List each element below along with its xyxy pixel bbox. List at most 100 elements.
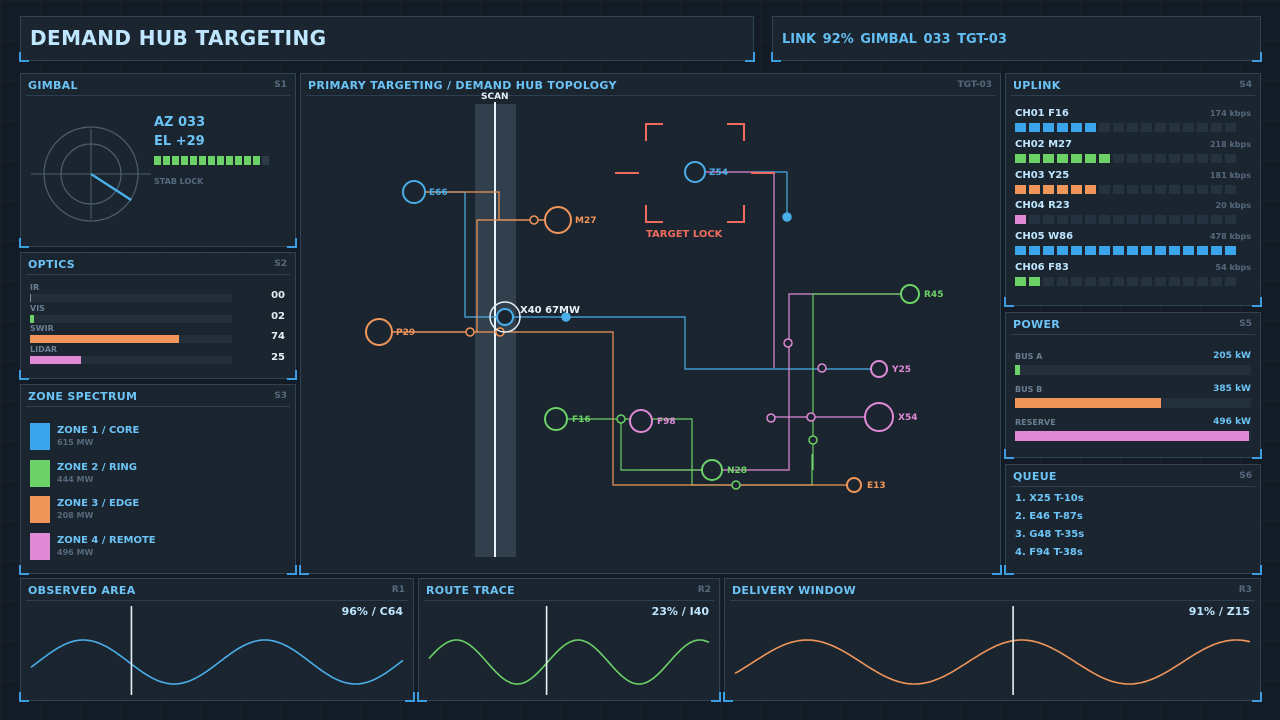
uplink-segment xyxy=(1169,153,1180,163)
uplink-segment xyxy=(1099,153,1110,163)
uplink-segment xyxy=(1113,184,1124,194)
uplink-segment xyxy=(1015,246,1026,256)
zone-spectrum-title: ZONE SPECTRUM xyxy=(28,390,138,403)
power-bus-fill xyxy=(1015,365,1020,375)
uplink-segment xyxy=(1113,123,1124,132)
edge-z54-blue xyxy=(755,171,788,217)
node-e66[interactable]: E66 xyxy=(402,180,448,204)
node-y25[interactable]: Y25 xyxy=(870,360,911,378)
delivery-window-title: DELIVERY WINDOW xyxy=(732,584,856,597)
svg-text:M27: M27 xyxy=(575,216,596,226)
power-bus-value: 496 kW xyxy=(1213,417,1251,427)
svg-text:X54: X54 xyxy=(898,413,917,423)
power-bus: RESERVE 496 kW xyxy=(1015,417,1251,448)
uplink-segment xyxy=(1225,153,1236,163)
uplink-segment xyxy=(1099,184,1110,194)
power-bus-fill xyxy=(1015,431,1249,441)
node-f16[interactable]: F16 xyxy=(544,407,591,431)
uplink-segment xyxy=(1029,215,1040,225)
signal-wave-line xyxy=(734,639,1251,685)
uplink-segment xyxy=(1015,215,1026,225)
node-p29[interactable]: P29 xyxy=(365,318,415,346)
observed-area-wave[interactable] xyxy=(21,579,413,700)
stab-segment xyxy=(235,156,242,165)
stab-lock-label: STAB LOCK xyxy=(154,177,204,186)
svg-text:E66: E66 xyxy=(429,188,448,198)
uplink-segment xyxy=(1029,184,1040,194)
uplink-segment xyxy=(1197,277,1208,286)
node-n28[interactable]: N28 xyxy=(701,459,747,481)
stab-segment xyxy=(226,156,233,165)
stab-segment xyxy=(217,156,224,165)
uplink-segment xyxy=(1127,215,1138,225)
hub-node-x40[interactable] xyxy=(489,301,521,333)
delivery-window-code: R3 xyxy=(1238,585,1252,595)
uplink-segment xyxy=(1225,215,1236,225)
elevation-readout: EL +29 xyxy=(154,134,205,149)
zone-swatch xyxy=(30,423,50,450)
zone-value: 208 MW xyxy=(57,511,94,521)
uplink-segment xyxy=(1211,153,1222,163)
queue-item[interactable]: 4. F94 T-38s xyxy=(1015,547,1083,558)
optics-track xyxy=(30,314,232,323)
queue-item[interactable]: 2. E46 T-87s xyxy=(1015,511,1083,522)
uplink-segment xyxy=(1169,184,1180,194)
uplink-segment xyxy=(1099,246,1110,256)
uplink-segment xyxy=(1085,246,1096,256)
node-f98[interactable]: F98 xyxy=(629,409,676,433)
scan-label: SCAN xyxy=(481,92,509,102)
node-m27[interactable]: M27 xyxy=(544,206,596,234)
uplink-segment xyxy=(1225,246,1236,256)
edge-hub-y25 xyxy=(505,316,879,370)
header-status-panel: LINK 92% GIMBAL 033 TGT-03 xyxy=(771,16,1262,62)
route-trace-code: R2 xyxy=(697,585,711,595)
node-r45[interactable]: R45 xyxy=(900,284,943,304)
queue-item[interactable]: 3. G48 T-35s xyxy=(1015,529,1085,540)
uplink-segment xyxy=(1043,215,1054,225)
zone-swatch xyxy=(30,533,50,561)
uplink-segment xyxy=(1085,184,1096,194)
topology-map[interactable]: SCAN xyxy=(301,74,1000,573)
uplink-segment xyxy=(1141,215,1152,225)
node-e13[interactable]: E13 xyxy=(846,477,886,493)
delivery-window-wave[interactable] xyxy=(725,579,1260,700)
uplink-segment xyxy=(1113,277,1124,286)
svg-text:P29: P29 xyxy=(396,328,415,338)
zone-value: 496 MW xyxy=(57,548,94,558)
uplink-segment xyxy=(1057,184,1068,194)
queue-item[interactable]: 1. X25 T-10s xyxy=(1015,493,1084,504)
uplink-segment xyxy=(1127,246,1138,256)
uplink-segment xyxy=(1183,123,1194,132)
gimbal-compass[interactable] xyxy=(31,119,151,229)
hub-label: X40 67MW xyxy=(520,305,580,316)
node-x54[interactable]: X54 xyxy=(864,402,917,432)
optics-fill xyxy=(30,314,35,323)
stab-segment xyxy=(154,156,161,165)
optics-code: S2 xyxy=(274,259,287,269)
power-bus-name: RESERVE xyxy=(1015,418,1056,427)
uplink-segment xyxy=(1141,184,1152,194)
stab-segment xyxy=(199,156,206,165)
svg-text:R45: R45 xyxy=(924,290,943,300)
uplink-channel-rate: 54 kbps xyxy=(1215,263,1251,272)
uplink-segment xyxy=(1015,123,1026,132)
uplink-segment xyxy=(1015,184,1026,194)
uplink-channel-name: CH01 F16 xyxy=(1015,108,1069,119)
uplink-segment xyxy=(1169,215,1180,225)
target-lock-reticle[interactable] xyxy=(615,123,775,223)
node-z54[interactable]: Z54 xyxy=(684,161,728,183)
svg-text:F98: F98 xyxy=(657,417,676,427)
edge-f98-n28 xyxy=(620,419,712,471)
route-trace-wave[interactable] xyxy=(419,579,719,700)
uplink-segment xyxy=(1057,215,1068,225)
uplink-segment xyxy=(1099,277,1110,286)
